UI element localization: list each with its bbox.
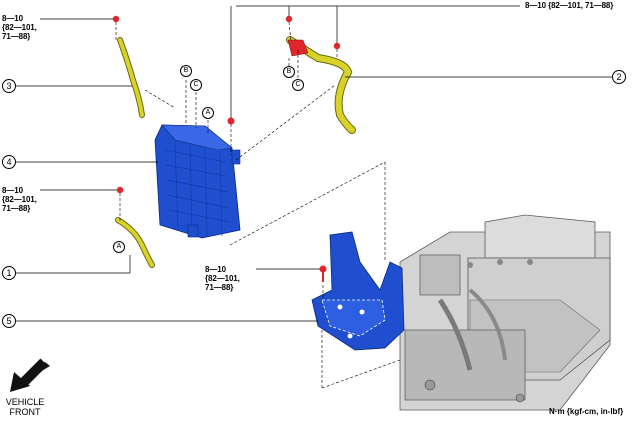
leader-lines — [15, 5, 612, 322]
torque-spec-top-right: 8—10 {82—101, 71—88} — [525, 1, 614, 10]
torque-spec-top-left: 8—10 {82—101, 71—88} — [2, 14, 37, 41]
callout-3: 3 — [2, 79, 16, 93]
connector-letter-c-left: C — [190, 79, 202, 91]
bolt-markers — [112, 15, 341, 282]
callout-5: 5 — [2, 314, 16, 328]
bracket-part-5 — [311, 231, 405, 351]
bolt-marker — [333, 42, 341, 50]
torque-units-label: N·m {kgf-cm, in-lbf} — [549, 407, 624, 416]
connector-letter-a-harness: A — [113, 241, 125, 253]
callout-4: 4 — [2, 155, 16, 169]
harness-part-2 — [286, 36, 356, 134]
bolt-marker — [227, 117, 235, 125]
torque-spec-center: 8—10 {82—101, 71—88} — [205, 265, 240, 292]
bolt-marker — [319, 265, 327, 273]
connector-letter-a-left: A — [202, 107, 214, 119]
vehicle-front-arrow — [10, 358, 50, 392]
harness-part-3 — [117, 37, 145, 118]
control-module-part-4 — [154, 124, 241, 239]
connector-letter-c-right: C — [292, 79, 304, 91]
gray-component-assembly — [399, 214, 611, 411]
bolt-marker — [116, 186, 124, 194]
callout-1: 1 — [2, 266, 16, 280]
bolt-marker — [285, 15, 293, 23]
connector-letter-b-left: B — [180, 65, 192, 77]
bolt-marker — [112, 15, 120, 23]
torque-spec-mid-left: 8—10 {82—101, 71—88} — [2, 186, 37, 213]
alignment-lines — [115, 21, 401, 389]
callout-2: 2 — [612, 70, 626, 84]
connector-letter-b-right: B — [283, 66, 295, 78]
harness-part-1 — [115, 217, 155, 268]
vehicle-front-label: VEHICLE FRONT — [5, 397, 45, 417]
